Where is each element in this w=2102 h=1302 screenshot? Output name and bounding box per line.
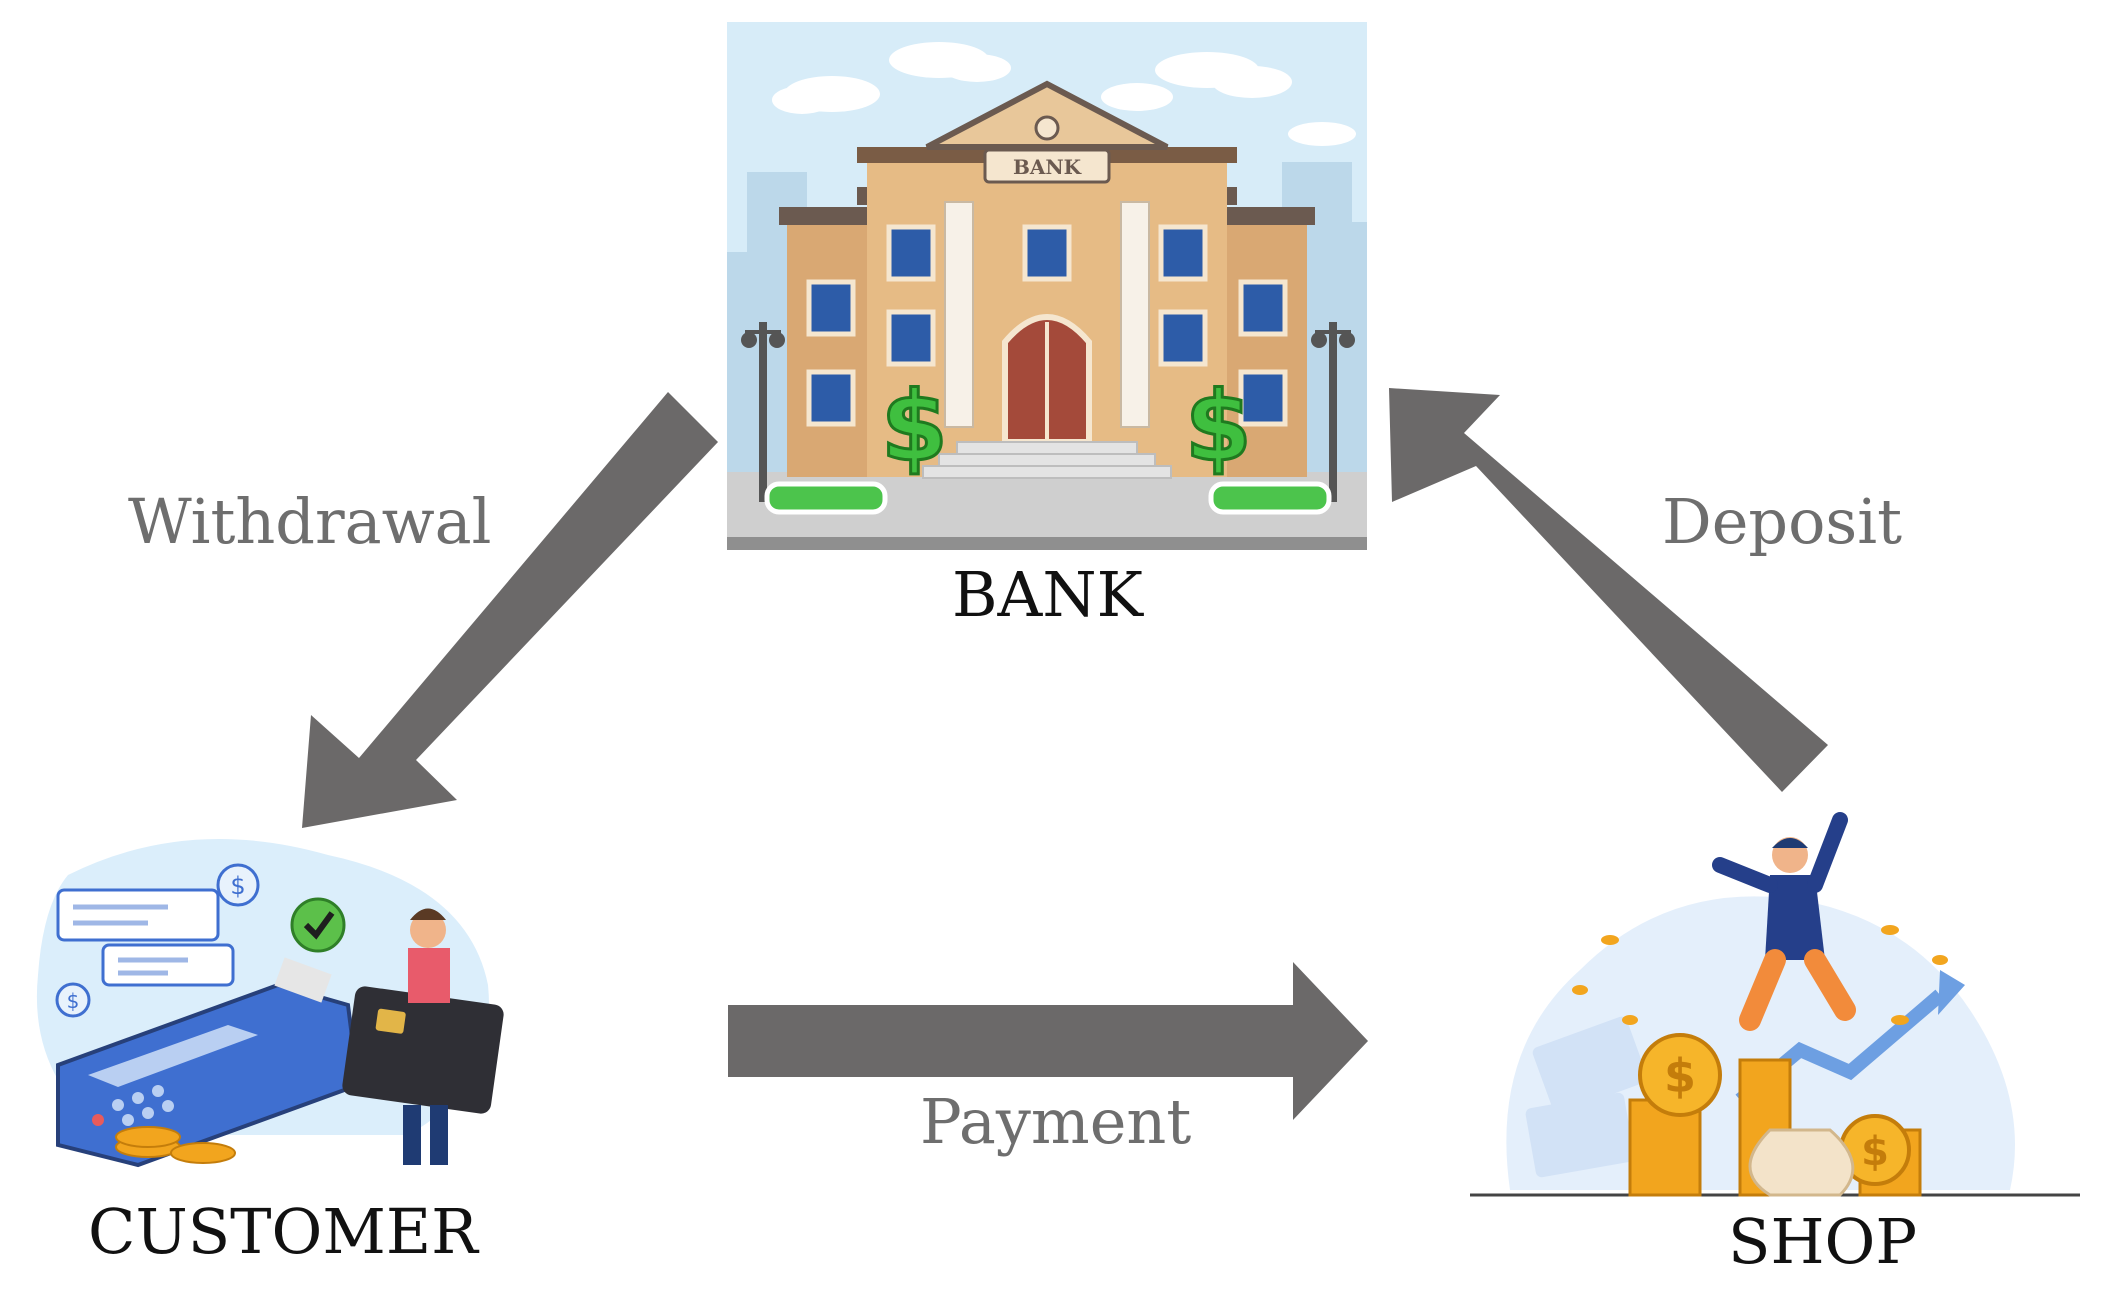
svg-text:$: $ [1664,1049,1696,1103]
deposit-label: Deposit [1662,485,1902,558]
svg-text:$: $ [881,371,948,483]
svg-text:$: $ [1861,1129,1889,1175]
card-payment-icon: $ $ [36,839,504,1168]
payment-label: Payment [920,1085,1192,1158]
bank-building-icon: BANK $ $ [727,22,1367,550]
withdrawal-label: Withdrawal [128,485,492,558]
withdrawal-arrow [302,392,718,828]
deposit-arrow [1389,388,1828,792]
svg-text:$: $ [67,989,80,1013]
shop-label: SHOP [1728,1205,1918,1278]
svg-text:$: $ [1185,371,1252,483]
svg-text:$: $ [230,872,245,900]
bank-sign-text: BANK [1013,155,1082,179]
shop-success-icon: $ $ [1470,812,2080,1197]
bank-label: BANK [952,558,1143,631]
payment-arrow [728,962,1368,1120]
customer-label: CUSTOMER [88,1195,478,1268]
